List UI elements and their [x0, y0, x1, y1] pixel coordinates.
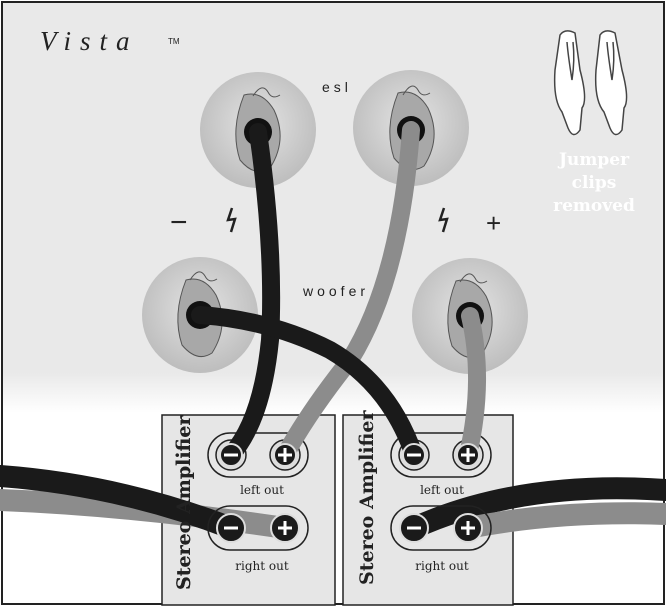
- jumper-text-2: clips: [572, 173, 617, 193]
- amp2-right-terminals: [390, 505, 492, 551]
- cable-left-black: [0, 465, 242, 539]
- cable-left-grey: [0, 489, 296, 539]
- amp2-left-post-caps: [402, 443, 480, 467]
- amplifier-2-title: Stereo Amplifier: [356, 410, 378, 585]
- jumper-text-1: Jumper: [557, 150, 630, 170]
- cable-woofer-negative: [191, 306, 423, 464]
- jumper-clips-icon: [553, 30, 628, 136]
- amp1-left-out-label: left out: [240, 483, 284, 497]
- amp1-right-terminals: [207, 505, 309, 551]
- lightning-left-icon: [226, 207, 237, 233]
- brand-logo: Vista: [40, 26, 139, 56]
- cable-woofer-positive: [459, 307, 486, 464]
- cable-right-black: [403, 477, 666, 539]
- woofer-label: woofer: [302, 283, 369, 299]
- jumper-text-3: removed: [553, 196, 635, 216]
- amp2-left-out-label: left out: [420, 483, 464, 497]
- esl-label: esl: [322, 79, 352, 95]
- cables: [0, 121, 666, 539]
- amp1-right-out-label: right out: [235, 559, 289, 573]
- trademark-mark: TM: [168, 37, 180, 46]
- minus-label: −: [170, 206, 188, 239]
- speaker-panel: [3, 3, 663, 373]
- amp1-left-post-caps: [219, 443, 297, 467]
- lightning-right-icon: [438, 207, 449, 233]
- amp2-right-out-label: right out: [415, 559, 469, 573]
- cable-esl-positive: [276, 121, 420, 464]
- amplifier-1-title-overlay: Stereo Amplifier: [173, 415, 195, 590]
- plus-label: +: [486, 208, 501, 238]
